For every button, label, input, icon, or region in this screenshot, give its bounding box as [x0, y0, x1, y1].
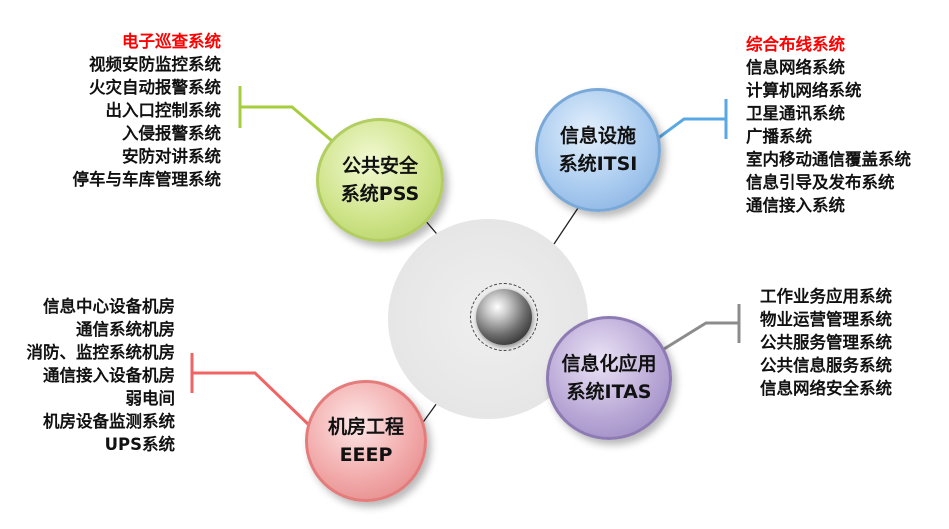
node-itas-line1: 信息化应用 — [561, 353, 657, 375]
node-eeep-line2: EEEP — [339, 444, 393, 466]
list-item: 物业运营管理系统 — [760, 310, 892, 329]
connector-pss — [238, 86, 339, 148]
list-item: 公共服务管理系统 — [760, 333, 892, 352]
list-item: 通信接入设备机房 — [43, 366, 175, 385]
list-item: 火灾自动报警系统 — [89, 78, 221, 97]
node-itsi-line2: 系统ITSI — [558, 153, 638, 175]
list-item: 广播系统 — [746, 127, 812, 146]
node-itas-line2: 系统ITAS — [566, 381, 652, 403]
list-item: 通信系统机房 — [76, 320, 175, 339]
list-item: 室内移动通信覆盖系统 — [746, 150, 911, 169]
list-itas-subsystems: 工作业务应用系统 物业运营管理系统 公共服务管理系统 公共信息服务系统 信息网络… — [760, 285, 892, 400]
list-item: 停车与车库管理系统 — [72, 170, 222, 189]
list-item: 信息中心设备机房 — [43, 297, 175, 316]
list-item: 工作业务应用系统 — [760, 287, 892, 306]
node-machine-room: 机房工程 EEEP — [305, 380, 427, 502]
list-item: 卫星通讯系统 — [746, 104, 845, 123]
list-eeep-subsystems: 信息中心设备机房 通信系统机房 消防、监控系统机房 通信接入设备机房 弱电间 机… — [27, 295, 176, 456]
list-item: 信息网络安全系统 — [760, 379, 892, 398]
list-item-highlight: 综合布线系统 — [746, 35, 845, 54]
list-item: 信息网络系统 — [746, 58, 845, 77]
center-sphere — [476, 289, 532, 345]
list-itsi-subsystems: 综合布线系统 信息网络系统 计算机网络系统 卫星通讯系统 广播系统 室内移动通信… — [746, 33, 911, 217]
node-itsi-line1: 信息设施 — [559, 125, 636, 147]
node-pss-line2: 系统PSS — [340, 183, 420, 205]
node-pss-line1: 公共安全 — [341, 155, 418, 177]
node-public-security: 公共安全 系统PSS — [316, 118, 444, 242]
connector-eeep — [190, 353, 312, 428]
list-item-highlight: 电子巡查系统 — [122, 32, 221, 51]
list-pss-subsystems: 电子巡查系统 视频安防监控系统 火灾自动报警系统 出入口控制系统 入侵报警系统 … — [73, 30, 222, 191]
list-item: 公共信息服务系统 — [760, 356, 892, 375]
list-item: 出入口控制系统 — [105, 101, 222, 120]
list-item: 安防对讲系统 — [122, 147, 221, 166]
list-item: UPS系统 — [104, 435, 175, 454]
list-item: 弱电间 — [125, 389, 176, 408]
list-item: 计算机网络系统 — [746, 81, 862, 100]
list-item: 通信接入系统 — [746, 196, 845, 215]
connector-itas — [663, 304, 741, 351]
list-item: 机房设备监测系统 — [43, 412, 175, 431]
list-item: 信息引导及发布系统 — [746, 173, 895, 192]
list-item: 消防、监控系统机房 — [26, 343, 176, 362]
list-item: 视频安防监控系统 — [89, 55, 221, 74]
node-information-application: 信息化应用 系统ITAS — [546, 316, 672, 440]
list-item: 入侵报警系统 — [122, 124, 221, 143]
node-information-facility: 信息设施 系统ITSI — [535, 88, 661, 212]
node-eeep-line1: 机房工程 — [327, 416, 404, 438]
center-ring — [470, 283, 538, 351]
